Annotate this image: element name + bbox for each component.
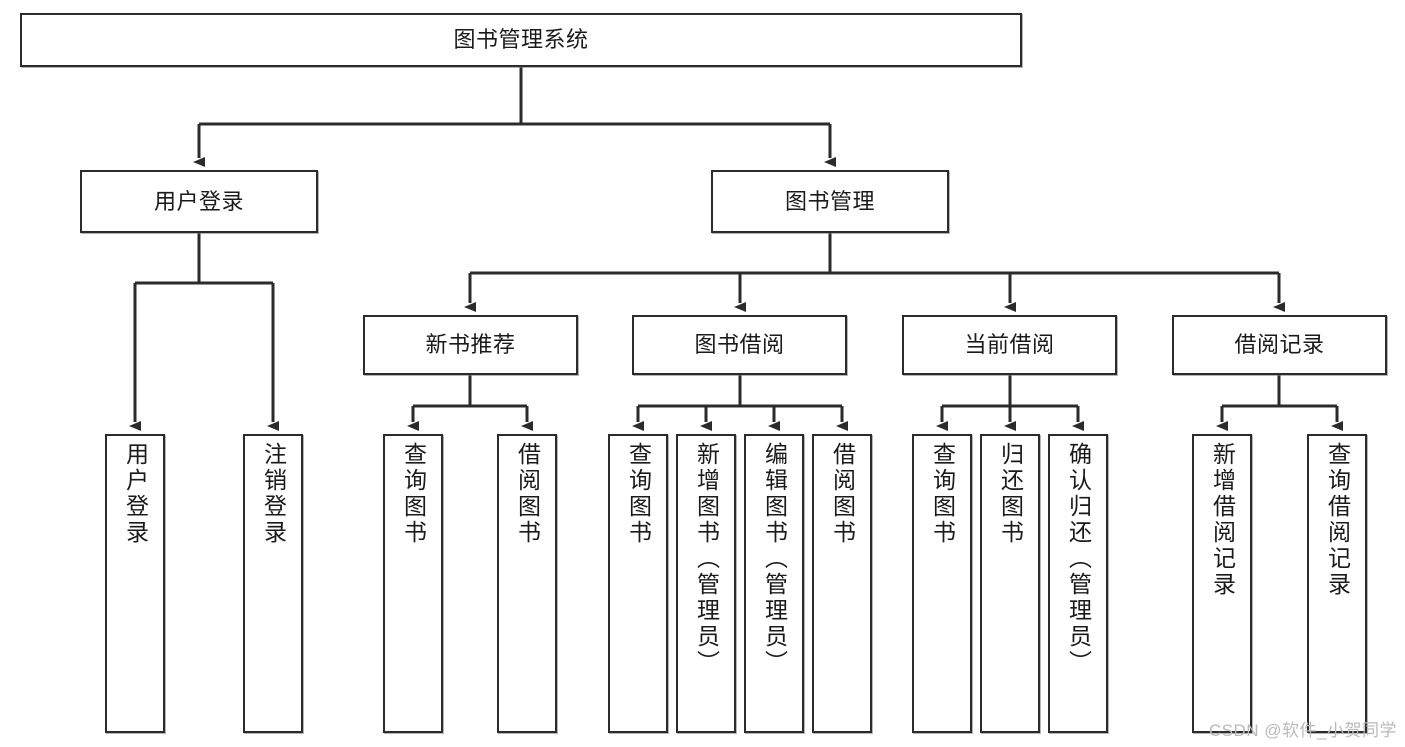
node-leaf-current-borrow-confirm-return[interactable]: 确认归还（管理员） <box>1048 434 1108 733</box>
node-label-book-borrow: 图书借阅 <box>694 332 785 358</box>
node-label-leaf-book-borrow-borrow: 借阅图书 <box>829 442 856 546</box>
node-leaf-borrow-record-query[interactable]: 查询借阅记录 <box>1307 434 1367 733</box>
node-label-leaf-user-login-login: 用户登录 <box>122 442 149 546</box>
node-label-borrow-record: 借阅记录 <box>1234 332 1325 358</box>
node-label-leaf-book-borrow-add: 新增图书（管理员） <box>693 442 720 676</box>
node-leaf-new-book-query[interactable]: 查询图书 <box>383 434 443 733</box>
node-book-management[interactable]: 图书管理 <box>711 170 949 233</box>
node-label-leaf-user-login-logout: 注销登录 <box>260 442 287 546</box>
node-leaf-book-borrow-edit[interactable]: 编辑图书（管理员） <box>744 434 804 733</box>
node-leaf-current-borrow-return[interactable]: 归还图书 <box>980 434 1040 733</box>
node-leaf-user-login-logout[interactable]: 注销登录 <box>243 434 303 733</box>
node-leaf-current-borrow-query[interactable]: 查询图书 <box>912 434 972 733</box>
node-leaf-borrow-record-add[interactable]: 新增借阅记录 <box>1192 434 1252 733</box>
node-leaf-new-book-borrow[interactable]: 借阅图书 <box>497 434 557 733</box>
node-book-borrow[interactable]: 图书借阅 <box>632 315 847 375</box>
node-borrow-record[interactable]: 借阅记录 <box>1172 315 1387 375</box>
node-label-leaf-new-book-query: 查询图书 <box>400 442 427 546</box>
node-label-new-book-recommend: 新书推荐 <box>425 332 516 358</box>
node-user-login[interactable]: 用户登录 <box>80 170 318 233</box>
csdn-watermark: CSDN @软件_小贺同学 <box>1208 721 1397 740</box>
node-label-user-login: 用户登录 <box>153 188 244 214</box>
node-label-leaf-current-borrow-confirm-return: 确认归还（管理员） <box>1065 442 1092 676</box>
node-leaf-book-borrow-add[interactable]: 新增图书（管理员） <box>676 434 736 733</box>
node-label-leaf-current-borrow-query: 查询图书 <box>929 442 956 546</box>
node-label-leaf-current-borrow-return: 归还图书 <box>997 442 1024 546</box>
node-current-borrow[interactable]: 当前借阅 <box>902 315 1117 375</box>
node-label-current-borrow: 当前借阅 <box>964 332 1055 358</box>
node-leaf-book-borrow-borrow[interactable]: 借阅图书 <box>812 434 872 733</box>
node-label-leaf-borrow-record-add: 新增借阅记录 <box>1209 442 1236 598</box>
node-label-leaf-book-borrow-query: 查询图书 <box>625 442 652 546</box>
node-new-book-recommend[interactable]: 新书推荐 <box>363 315 578 375</box>
node-label-book-management: 图书管理 <box>784 188 875 214</box>
node-root-system[interactable]: 图书管理系统 <box>20 13 1022 67</box>
node-leaf-user-login-login[interactable]: 用户登录 <box>105 434 165 733</box>
node-label-leaf-new-book-borrow: 借阅图书 <box>514 442 541 546</box>
node-leaf-book-borrow-query[interactable]: 查询图书 <box>608 434 668 733</box>
node-label-root-system: 图书管理系统 <box>453 27 589 53</box>
node-label-leaf-book-borrow-edit: 编辑图书（管理员） <box>761 442 788 676</box>
node-label-leaf-borrow-record-query: 查询借阅记录 <box>1324 442 1351 598</box>
